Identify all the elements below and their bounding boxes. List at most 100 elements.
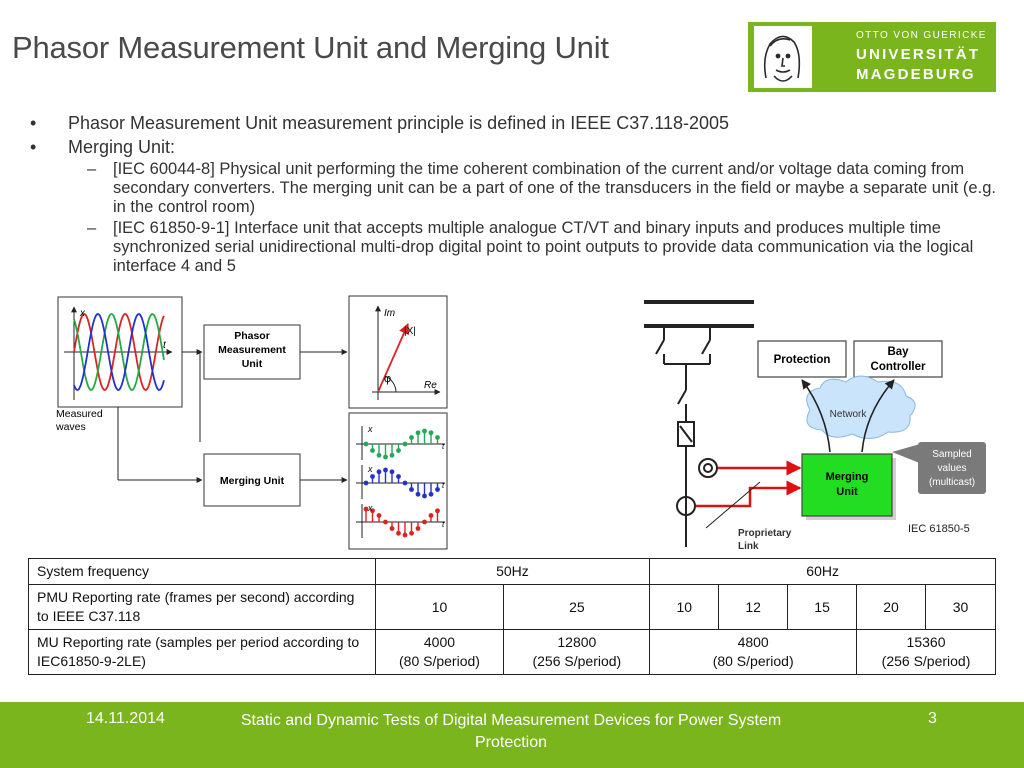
sample-point — [376, 469, 382, 475]
phasor-im-label: Im — [384, 308, 395, 319]
voltage-sensor-arrow — [696, 480, 802, 508]
logo-line1: OTTO VON GUERICKE — [856, 30, 987, 41]
sample-point — [363, 441, 369, 447]
sample-x-label: x — [367, 464, 373, 474]
table-cell-line: 4800 — [737, 634, 769, 650]
protection-box: Protection — [757, 340, 847, 378]
sample-point — [415, 430, 421, 436]
sub-bullet-item: –[IEC 60044-8] Physical unit performing … — [87, 160, 1005, 217]
sample-point — [422, 428, 427, 434]
circuit-breaker — [677, 421, 695, 447]
sample-point — [370, 474, 375, 479]
university-logo: OTTO VON GUERICKE UNIVERSITÄT MAGDEBURG — [748, 22, 996, 92]
bay-controller-box: Bay Controller — [853, 340, 943, 378]
sample-point — [389, 469, 395, 475]
sample-point — [415, 526, 421, 531]
table-cell-line: (256 S/period) — [881, 653, 971, 669]
sampled-values-callout: Sampled values (multicast) — [892, 442, 986, 494]
table-cell: 15 — [787, 584, 858, 630]
sample-point — [396, 530, 401, 536]
bullet-item: • Phasor Measurement Unit measurement pri… — [30, 112, 1005, 134]
sample-point — [383, 454, 388, 460]
disconnector-switches — [655, 326, 711, 422]
phasor-phi-label: φ — [384, 373, 391, 385]
sample-point — [409, 435, 414, 440]
table-cell-line: (80 S/period) — [399, 653, 480, 669]
bay-controller-label-2: Controller — [871, 361, 926, 373]
table-cell: 20 — [856, 584, 926, 630]
bullet-dot: • — [30, 137, 37, 157]
wave-t-label: t — [163, 340, 167, 351]
samples-box: x x x t t t — [348, 412, 448, 550]
wave-green — [73, 313, 165, 391]
waves-box: x t — [57, 296, 183, 408]
logo-line3: MAGDEBURG — [856, 66, 976, 83]
wave-x-label: x — [79, 308, 86, 319]
bullet-item: •Merging Unit: — [30, 136, 1005, 158]
sample-point — [402, 441, 408, 447]
footer-date: 14.11.2014 — [86, 710, 165, 727]
table-cell-line: 15 — [814, 598, 830, 615]
sample-point — [409, 487, 414, 492]
sub-bullet-dash: – — [87, 219, 97, 237]
sample-point — [396, 474, 401, 479]
sample-point — [370, 508, 375, 514]
bullet-list: • Phasor Measurement Unit measurement pri… — [30, 112, 1005, 278]
table-cell-line: 60Hz — [806, 563, 839, 579]
table-cell: 50Hz — [374, 558, 651, 585]
sample-point — [370, 448, 375, 453]
bullet-dot: • — [30, 113, 37, 133]
pmu-label-3: Unit — [242, 358, 263, 370]
table-cell: 4800(80 S/period) — [649, 629, 858, 675]
wave-blue — [73, 313, 165, 391]
sub-bullet-dash: – — [87, 160, 97, 178]
phase-angle-arc — [384, 375, 397, 393]
page-number: 3 — [928, 710, 937, 727]
sub-bullet-text: [IEC 61850-9-1] Interface unit that acce… — [113, 219, 974, 275]
sampled-values-label-2: values — [938, 463, 967, 474]
merging-unit-label-2: Unit — [836, 486, 858, 498]
table-row-label: PMU Reporting rate (frames per second) a… — [28, 584, 376, 630]
sample-point — [428, 513, 434, 518]
table-cell: 4000 (80 S/period) — [374, 629, 505, 675]
transformer-symbols — [676, 446, 718, 547]
sample-point — [376, 513, 382, 518]
phasor-box: Im Re |X| φ — [348, 295, 448, 409]
table-cell: 60Hz — [649, 558, 996, 585]
table-cell: 30 — [924, 584, 997, 630]
sample-point — [383, 467, 388, 473]
table-cell-line: 50Hz — [496, 563, 529, 579]
table-cell: 10 — [649, 584, 720, 630]
sub-bullet-item: –[IEC 61850-9-1] Interface unit that acc… — [87, 219, 1005, 276]
sample-x-label: x — [367, 503, 373, 513]
sample-t-label: t — [442, 520, 445, 529]
table-cell: 25 — [503, 584, 651, 630]
pmu-box: Phasor Measurement Unit — [203, 324, 301, 380]
table-cell-line: 12 — [745, 598, 761, 615]
pmu-label-1: Phasor — [234, 330, 270, 342]
bullet-text: Phasor Measurement Unit measurement prin… — [68, 113, 730, 133]
table-cell: 10 — [374, 584, 505, 630]
phasor-re-label: Re — [424, 380, 437, 391]
sample-point — [389, 452, 395, 458]
merging-unit-label-1: Merging — [826, 471, 869, 483]
sample-point — [402, 480, 408, 486]
table-row: MU Reporting rate (samples per period ac… — [28, 629, 996, 675]
table-cell-line: 12800 — [557, 634, 597, 650]
sampled-values-label-3: (multicast) — [929, 477, 975, 488]
slide-title: Phasor Measurement Unit and Merging Unit — [12, 30, 609, 65]
table-row: PMU Reporting rate (frames per second) a… — [28, 584, 997, 630]
protection-label: Protection — [774, 354, 831, 366]
sample-point — [409, 530, 414, 536]
table-cell-line: 4000 — [423, 634, 456, 650]
mu-label: Merging Unit — [220, 475, 285, 487]
sample-point — [363, 480, 369, 486]
wave-red — [73, 313, 165, 391]
sample-point — [428, 430, 434, 436]
sample-point — [435, 487, 440, 492]
table-cell-line: (256 S/period) — [532, 653, 622, 669]
network-label: Network — [830, 409, 868, 420]
sample-point — [422, 519, 427, 525]
